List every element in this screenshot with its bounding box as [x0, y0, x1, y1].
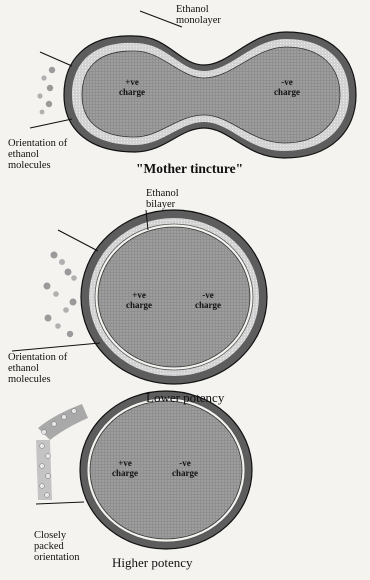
positive-charge-label: +ve charge: [107, 77, 157, 97]
charge-word: charge: [126, 300, 152, 310]
negative-charge-label: -ve charge: [160, 458, 210, 478]
charge-word: charge: [195, 300, 221, 310]
negative-charge-label: -ve charge: [262, 77, 312, 97]
orientation-label-1: Orientation of ethanol molecules: [8, 138, 67, 171]
label-line: ethanol: [8, 149, 39, 160]
negative-charge-label: -ve charge: [183, 290, 233, 310]
charge-word: charge: [172, 468, 198, 478]
label-line: molecules: [8, 160, 51, 171]
charge-sign: +ve: [125, 77, 139, 87]
positive-charge-label: +ve charge: [114, 290, 164, 310]
ethanol-bilayer-label: Ethanol bilayer: [146, 188, 179, 210]
charge-word: charge: [119, 87, 145, 97]
label-line: Orientation of: [8, 138, 67, 149]
label-line: ethanol: [8, 363, 39, 374]
charge-sign: -ve: [281, 77, 293, 87]
higher-potency-caption: Higher potency: [112, 555, 193, 571]
ethanol-molecules-loose-1: [37, 67, 55, 115]
label-line: Orientation of: [8, 352, 67, 363]
ethanol-monolayer-label: Ethanol monolayer: [176, 4, 221, 26]
charge-sign: +ve: [132, 290, 146, 300]
label-line: monolayer: [176, 15, 221, 26]
orientation-label-2: Orientation of ethanol molecules: [8, 352, 67, 385]
label-line: orientation: [34, 552, 80, 563]
label-line: Ethanol: [176, 4, 209, 15]
charge-sign: -ve: [179, 458, 191, 468]
label-line: Closely: [34, 530, 66, 541]
label-line: Ethanol: [146, 188, 179, 199]
ethanol-molecules-loose-2: [44, 252, 77, 338]
label-line: bilayer: [146, 199, 175, 210]
mother-tincture-caption: "Mother tincture": [136, 161, 243, 177]
closely-packed-label: Closely packed orientation: [34, 530, 80, 563]
label-line: molecules: [8, 374, 51, 385]
label-line: packed: [34, 541, 64, 552]
positive-charge-label: +ve charge: [100, 458, 150, 478]
lower-potency-caption: Lower potency: [146, 390, 224, 406]
charge-word: charge: [112, 468, 138, 478]
charge-sign: -ve: [202, 290, 214, 300]
ethanol-molecules-packed: [36, 404, 88, 500]
charge-word: charge: [274, 87, 300, 97]
charge-sign: +ve: [118, 458, 132, 468]
